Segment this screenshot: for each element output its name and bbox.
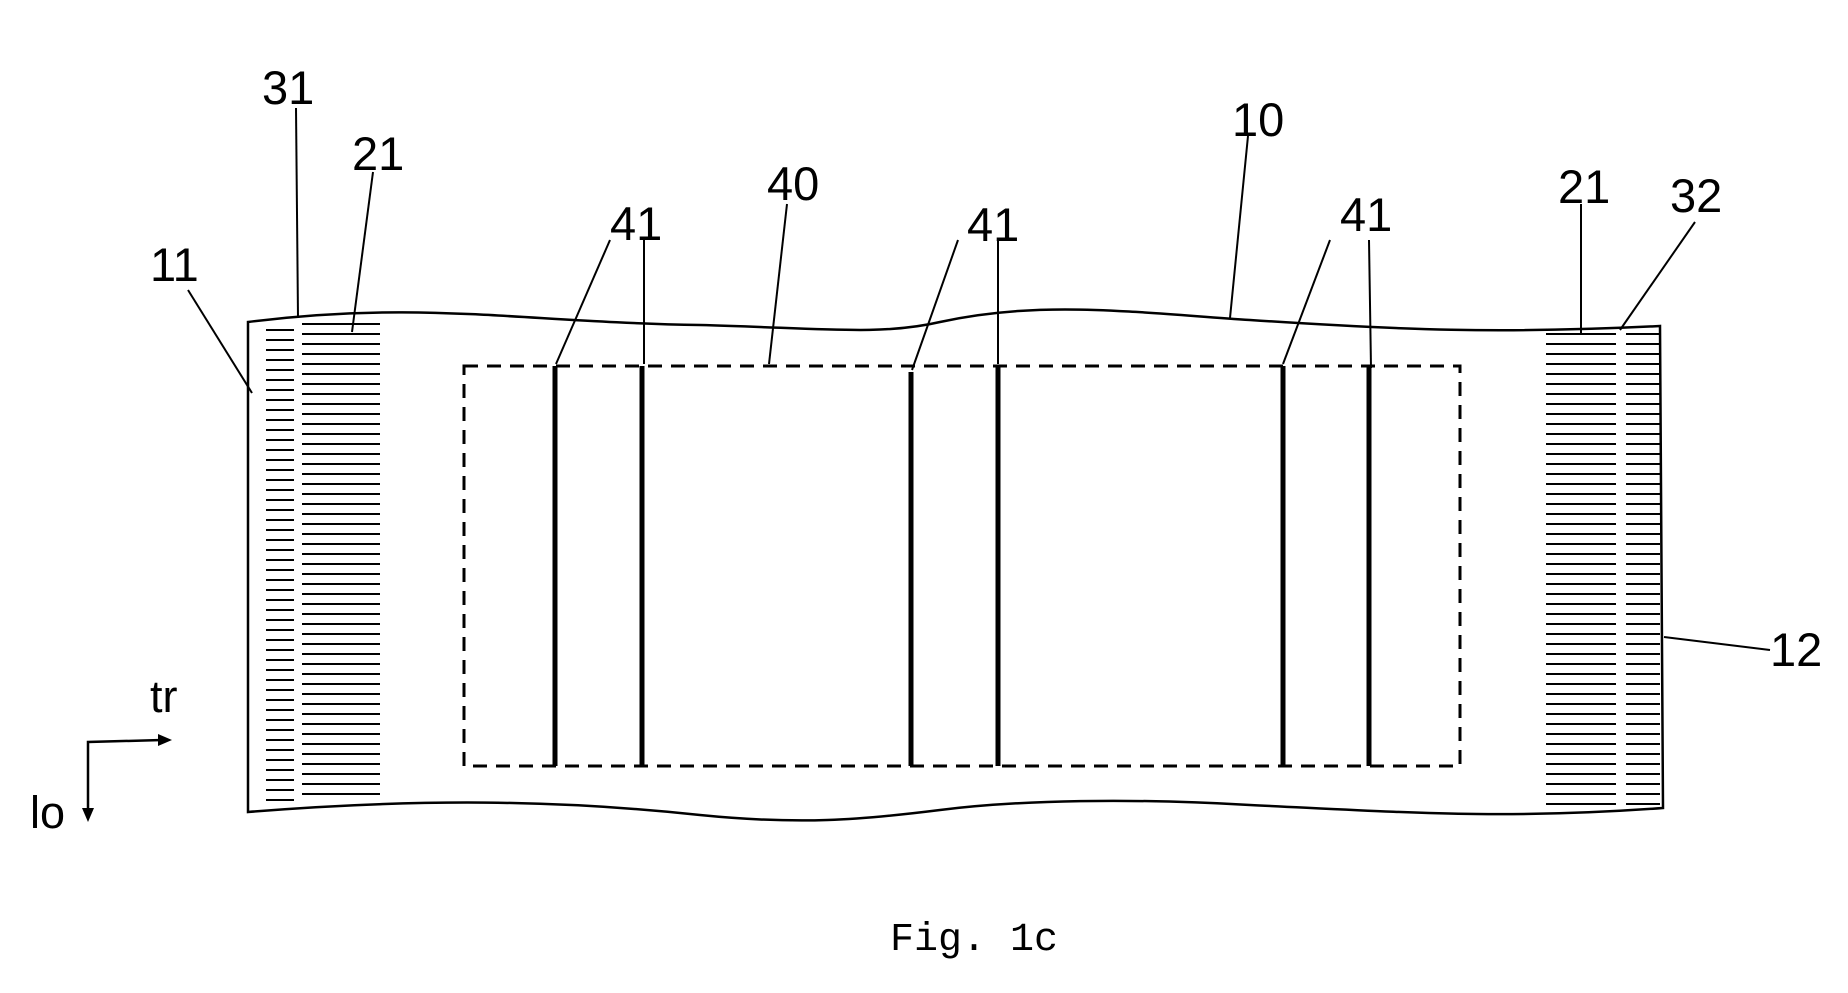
arrow-down-icon: [82, 808, 94, 822]
axis-label-lo: lo: [30, 787, 65, 838]
figure-caption: Fig. 1c: [890, 918, 1058, 963]
leader-41-a: [555, 239, 611, 365]
numeral-12: 12: [1770, 623, 1822, 676]
leader-11: [187, 289, 253, 394]
numeral-32: 32: [1670, 169, 1722, 222]
leader-41-c: [911, 239, 959, 371]
numeral-41-c: 41: [1340, 188, 1392, 241]
hatch-area-21-left: [302, 323, 380, 795]
numeral-21-left: 21: [352, 127, 404, 180]
numeral-41-b: 41: [967, 198, 1019, 251]
numeral-41-a: 41: [610, 197, 662, 250]
strip-outline: [246, 308, 1665, 822]
numeral-31: 31: [262, 61, 314, 114]
numeral-21-right: 21: [1558, 160, 1610, 213]
arrow-right-icon: [158, 734, 172, 746]
direction-indicator: tr lo: [30, 671, 178, 838]
leader-31: [295, 107, 299, 319]
leader-21-left: [351, 171, 374, 333]
hatch-area-21-right: [1546, 333, 1616, 805]
zone-40: [462, 364, 1462, 768]
numeral-40: 40: [767, 157, 819, 210]
leader-41-e: [1282, 239, 1331, 365]
numeral-10: 10: [1232, 93, 1284, 146]
hatch-area-31: [266, 329, 294, 801]
leader-41-f: [1368, 239, 1372, 369]
hatch-area-32: [1626, 333, 1660, 805]
leader-12: [1663, 636, 1771, 651]
leader-40: [768, 203, 788, 365]
numeral-11: 11: [150, 238, 199, 291]
axis-label-tr: tr: [150, 671, 178, 722]
leader-32: [1619, 221, 1696, 331]
leader-10: [1229, 135, 1249, 319]
